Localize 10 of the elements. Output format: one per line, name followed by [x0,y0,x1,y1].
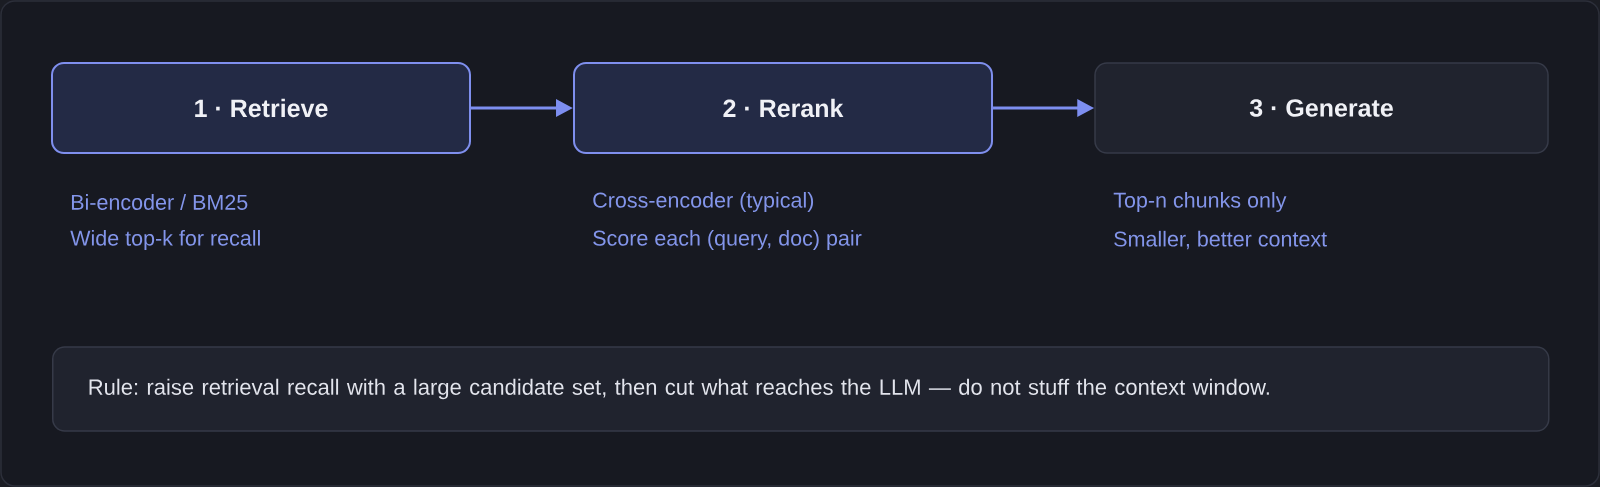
step-note: Smaller, better context [1114,230,1327,250]
step-note: Top-n chunks only [1113,192,1287,212]
process-box: 3 · Generate [1094,62,1549,154]
step-note: Cross-encoder (typical) [593,192,814,212]
note-box: Rule: raise retrieval recall with a large candidate set, then cut what reaches the LLM — do not stuff the context window. [52,346,1550,432]
step-note: Bi-encoder / BM25 [71,194,248,210]
process-box: 1 · Retrieve [51,62,471,154]
step-note: Wide top-k for recall [70,230,260,251]
process-box: 2 · Rerank [573,62,993,154]
step-note: Score each (query, doc) pair [593,230,862,251]
